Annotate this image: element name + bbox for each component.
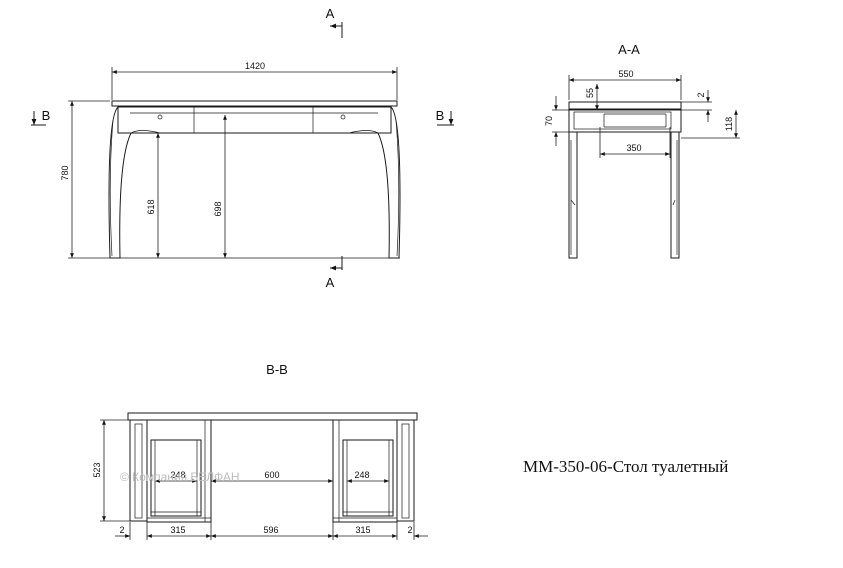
front-apron bbox=[117, 106, 392, 134]
dim-1420: 1420 bbox=[245, 61, 265, 71]
dim-248-right: 248 bbox=[354, 470, 369, 480]
drawer-knob-left bbox=[157, 114, 163, 120]
dim-2-right: 2 bbox=[407, 525, 412, 535]
svg-text:A: A bbox=[326, 275, 335, 290]
dim-550: 550 bbox=[618, 69, 633, 79]
front-view: 1420 780 618 698 A A B bbox=[31, 6, 454, 290]
bb-leg-right bbox=[396, 419, 415, 522]
svg-text:A: A bbox=[326, 6, 335, 21]
watermark: © Компания БЕЛФАН bbox=[120, 470, 240, 484]
drawer-knob-right bbox=[340, 114, 346, 120]
section-mark-b-left: B bbox=[31, 108, 51, 126]
section-aa: A-A 550 55 2 118 bbox=[544, 42, 740, 259]
dim-2-left: 2 bbox=[119, 525, 124, 535]
aa-apron bbox=[568, 109, 682, 133]
dim-523: 523 bbox=[92, 462, 102, 477]
front-tabletop bbox=[111, 100, 398, 107]
svg-text:B: B bbox=[436, 108, 445, 123]
dim-315-left: 315 bbox=[170, 525, 185, 535]
section-aa-label: A-A bbox=[618, 42, 640, 57]
section-bb: B-B 523 248 600 248 bbox=[92, 362, 428, 540]
dim-118: 118 bbox=[724, 117, 734, 131]
dim-350: 350 bbox=[626, 143, 641, 153]
section-bb-label: B-B bbox=[266, 362, 288, 377]
dim-70: 70 bbox=[544, 116, 554, 126]
dim-315-right: 315 bbox=[355, 525, 370, 535]
dim-2: 2 bbox=[696, 92, 706, 97]
dim-596: 596 bbox=[263, 525, 278, 535]
section-mark-b-right: B bbox=[436, 108, 454, 126]
section-mark-a-bottom: A bbox=[326, 256, 343, 290]
svg-text:B: B bbox=[42, 108, 51, 123]
aa-drawer bbox=[573, 111, 672, 130]
drawing-title: MM-350-06-Стол туалетный bbox=[523, 457, 728, 476]
dim-698: 698 bbox=[213, 201, 223, 216]
dim-780: 780 bbox=[60, 165, 70, 180]
dim-248-left: 248 bbox=[170, 470, 185, 480]
aa-tabletop bbox=[568, 101, 682, 110]
dim-618: 618 bbox=[146, 199, 156, 214]
dim-55: 55 bbox=[585, 88, 595, 98]
aa-leg-right bbox=[670, 131, 680, 259]
dim-600: 600 bbox=[264, 470, 279, 480]
bb-tabletop bbox=[127, 412, 418, 421]
section-mark-a-top: A bbox=[326, 6, 343, 38]
aa-leg-left bbox=[568, 131, 578, 259]
